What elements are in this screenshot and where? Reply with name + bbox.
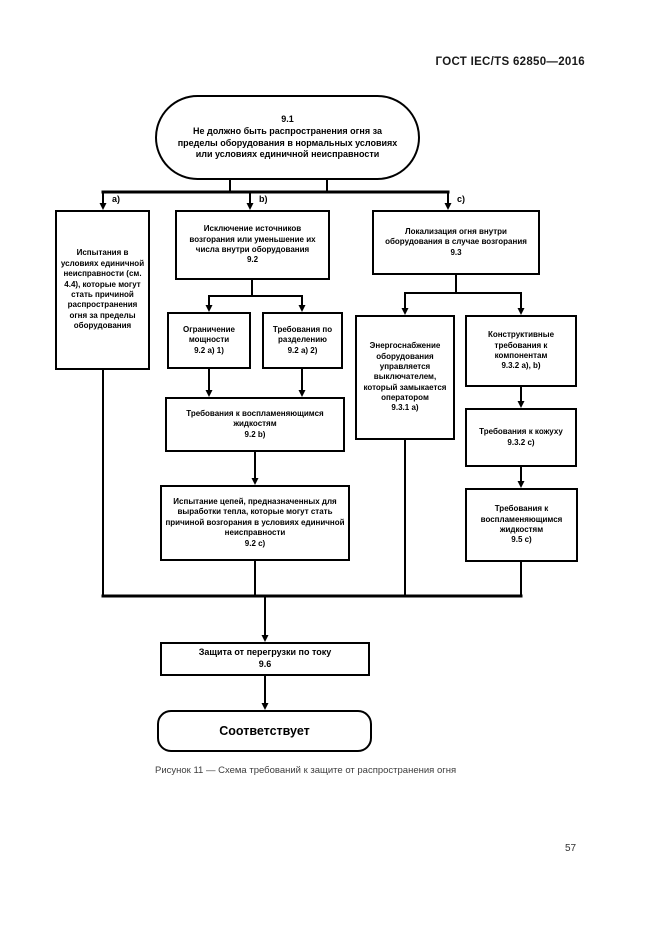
node-component-requirements: Конструктивные требования к компонентам … — [465, 315, 577, 387]
node-root-requirement: 9.1 Не должно быть распространения огня … — [155, 95, 420, 180]
node-ref: 9.1 — [281, 114, 294, 125]
node-heat-circuits-test: Испытание цепей, предназначенных для выр… — [160, 485, 350, 561]
node-ref: 9.2 a) 1) — [194, 345, 224, 355]
node-ref: 9.2 — [246, 255, 259, 265]
node-flammable-liquids-c: Требования к воспламеняющимся жидкостям … — [465, 488, 578, 562]
node-ref: 9.3.2 a), b) — [501, 361, 541, 371]
node-flammable-liquids-b: Требования к воспламеняющимся жидкостям … — [165, 397, 345, 452]
node-text: Локализация огня внутри оборудования в с… — [385, 226, 527, 247]
node-text: Требования к кожуху — [479, 427, 563, 437]
node-ref: 9.3.1 a) — [391, 403, 419, 413]
node-text: Требования по разделению — [272, 324, 333, 345]
node-text: Не должно быть распространения огня за п… — [177, 125, 398, 160]
node-ref: 9.2 b) — [244, 429, 266, 439]
arrowhead-icons — [99, 203, 525, 710]
node-result-compliant: Соответствует — [157, 710, 372, 752]
node-fire-containment: Локализация огня внутри оборудования в с… — [372, 210, 540, 275]
branch-label-c: c) — [457, 194, 466, 204]
page-number: 57 — [565, 843, 577, 854]
branch-label-a: a) — [112, 194, 121, 204]
node-text: Соответствует — [219, 723, 310, 738]
node-text: Защита от перегрузки по току — [198, 647, 332, 658]
node-ref: 9.6 — [258, 659, 272, 669]
node-ref: 9.3.2 c) — [507, 437, 535, 447]
node-text: Исключение источников возгорания или уме… — [189, 224, 316, 254]
node-text: Требования к воспламеняющимся жидкостям — [186, 408, 324, 429]
node-text: Требования к воспламеняющимся жидкостям — [480, 504, 563, 534]
node-test-single-fault: Испытания в условиях единичной неисправн… — [55, 210, 150, 370]
node-text: Конструктивные требования к компонентам — [487, 330, 555, 360]
node-enclosure-requirements: Требования к кожуху 9.3.2 c) — [465, 408, 577, 467]
branch-label-b: b) — [259, 194, 268, 204]
node-ref: 9.2 a) 2) — [287, 345, 318, 355]
node-power-limit: Ограничение мощности 9.2 a) 1) — [167, 312, 251, 369]
node-separation: Требования по разделению 9.2 a) 2) — [262, 312, 343, 369]
node-text: Испытания в условиях единичной неисправн… — [60, 248, 145, 331]
node-text: Испытание цепей, предназначенных для выр… — [165, 497, 345, 538]
node-ref: 9.2 c) — [244, 538, 266, 548]
node-ref: 9.5 c) — [511, 535, 532, 545]
figure-caption: Рисунок 11 — Схема требований к защите о… — [155, 765, 457, 776]
node-overcurrent-protection: Защита от перегрузки по току 9.6 — [160, 642, 370, 676]
standard-title: ГОСТ IEC/TS 62850—2016 — [435, 56, 585, 68]
node-text: Ограничение мощности — [183, 324, 235, 345]
node-power-switch: Энергоснабжение оборудования управляется… — [355, 315, 455, 440]
node-text: Энергоснабжение оборудования управляется… — [363, 341, 447, 403]
node-ref: 9.3 — [450, 247, 462, 257]
node-ignition-sources: Исключение источников возгорания или уме… — [175, 210, 330, 280]
